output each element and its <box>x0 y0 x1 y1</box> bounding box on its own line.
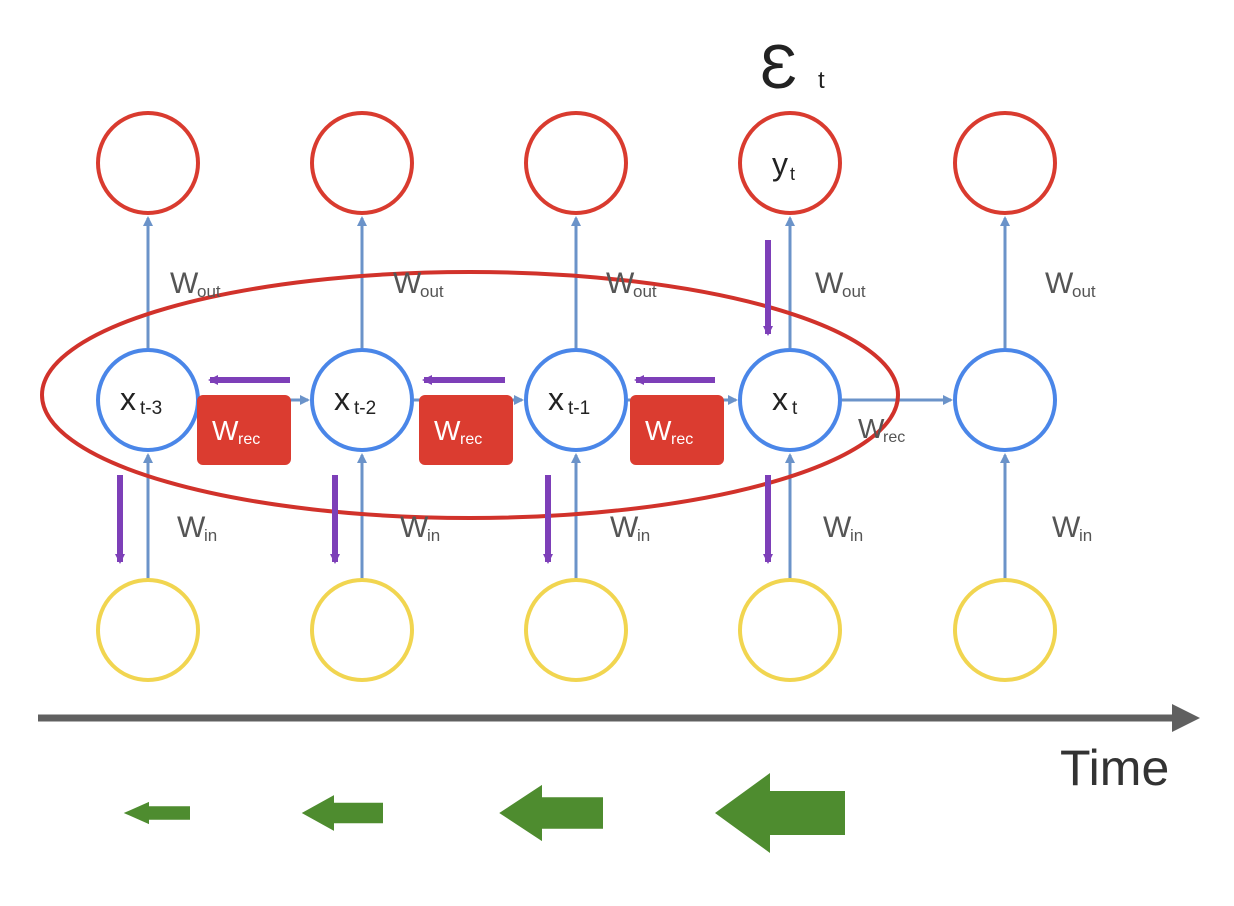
hidden-label-main: x <box>334 381 350 417</box>
wout-label-main: W <box>393 267 422 300</box>
input-nodes <box>96 578 1057 682</box>
gradient-arrow <box>499 784 603 842</box>
hidden-node <box>953 348 1057 452</box>
output-nodes: y t <box>96 111 1057 215</box>
output-label-main: y <box>772 146 788 182</box>
input-node <box>524 578 628 682</box>
error-subscript: t <box>818 67 825 94</box>
hidden-to-output-connections <box>143 216 1010 348</box>
wout-label-sub: out <box>1072 282 1096 301</box>
win-label-main: W <box>610 511 639 544</box>
wout-label-main: W <box>606 267 635 300</box>
hidden-label-main: x <box>120 381 136 417</box>
gradient-arrow <box>123 801 190 825</box>
wrec-box-sub: rec <box>460 431 482 448</box>
hidden-label-main: x <box>772 381 788 417</box>
wout-label-main: W <box>815 267 844 300</box>
hidden-label-main: x <box>548 381 564 417</box>
output-node <box>524 111 628 215</box>
win-label-sub: in <box>1079 526 1092 545</box>
wout-label-sub: out <box>420 282 444 301</box>
wrec-box-sub: rec <box>671 431 693 448</box>
hidden-node-xt-2 <box>310 348 414 452</box>
hidden-label-sub: t-3 <box>140 398 162 419</box>
time-axis-label: Time <box>1060 740 1169 796</box>
wout-label-sub: out <box>197 282 221 301</box>
hidden-nodes: x t-3 x t-2 x t-1 x t <box>96 348 1057 452</box>
input-node <box>96 578 200 682</box>
wout-labels: W out W out W out W out W out <box>170 267 1096 301</box>
input-node <box>310 578 414 682</box>
win-label-sub: in <box>637 526 650 545</box>
hidden-node-xt-1 <box>524 348 628 452</box>
time-axis-arrowhead <box>1172 704 1200 732</box>
wrec-box-main: W <box>645 415 672 446</box>
output-label-sub: t <box>790 164 795 184</box>
wout-label-main: W <box>170 267 199 300</box>
win-label-main: W <box>400 511 429 544</box>
gradient-arrow <box>301 795 383 831</box>
gradient-arrow <box>715 773 845 853</box>
hidden-label-sub: t <box>792 398 798 419</box>
wout-label-main: W <box>1045 267 1074 300</box>
wrec-label-plain: W rec <box>858 413 905 446</box>
input-node <box>738 578 842 682</box>
win-label-sub: in <box>427 526 440 545</box>
win-label-sub: in <box>850 526 863 545</box>
wrec-label-sub: rec <box>883 429 905 446</box>
time-axis: Time <box>38 704 1200 796</box>
wrec-box <box>419 395 513 465</box>
error-symbol: Ɛ <box>760 33 797 102</box>
backprop-arrows <box>115 240 773 564</box>
output-node <box>96 111 200 215</box>
wrec-label-main: W <box>858 413 885 444</box>
win-label-sub: in <box>204 526 217 545</box>
hidden-label-sub: t-2 <box>354 398 376 419</box>
hidden-node-xt <box>738 348 842 452</box>
win-label-main: W <box>177 511 206 544</box>
output-node <box>310 111 414 215</box>
error-label: Ɛ t <box>760 33 825 102</box>
output-node-yt <box>738 111 842 215</box>
input-node <box>953 578 1057 682</box>
highlight-ellipse <box>40 270 900 520</box>
wrec-box <box>630 395 724 465</box>
wrec-boxes: W rec W rec W rec <box>197 395 724 465</box>
output-node <box>953 111 1057 215</box>
input-to-hidden-connections <box>143 453 1010 580</box>
win-label-main: W <box>823 511 852 544</box>
wrec-box-main: W <box>212 415 239 446</box>
wrec-box-main: W <box>434 415 461 446</box>
wrec-box <box>197 395 291 465</box>
wout-label-sub: out <box>842 282 866 301</box>
win-label-main: W <box>1052 511 1081 544</box>
hidden-label-sub: t-1 <box>568 398 590 419</box>
wrec-box-sub: rec <box>238 431 260 448</box>
win-labels: W in W in W in W in W in <box>177 511 1092 545</box>
gradient-magnitude-arrows <box>123 773 845 853</box>
wout-label-sub: out <box>633 282 657 301</box>
